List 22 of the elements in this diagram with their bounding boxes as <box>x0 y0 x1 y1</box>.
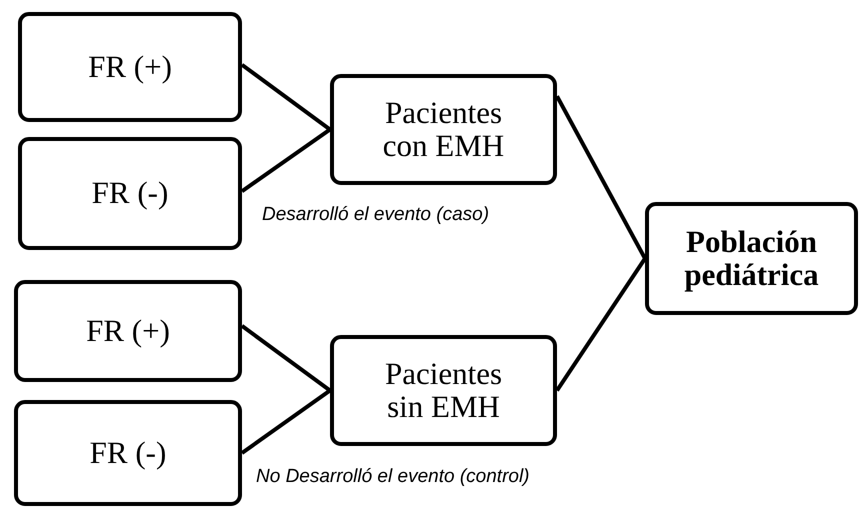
node-label: FR (-) <box>92 177 168 210</box>
node-caption: No Desarrolló el evento (control) <box>256 466 530 488</box>
node-label: FR (+) <box>86 314 170 348</box>
process-box <box>18 137 242 250</box>
process-box <box>18 12 242 122</box>
node-caption: Desarrolló el evento (caso) <box>262 204 490 226</box>
node-label: FR (+) <box>88 50 172 84</box>
connector-line <box>240 63 332 132</box>
connector-line <box>240 128 332 193</box>
connector-line <box>240 388 332 455</box>
connector-line <box>555 257 647 392</box>
connector-line <box>240 324 332 392</box>
node-label: Pacientes sin EMH <box>384 358 504 424</box>
process-box <box>330 74 557 185</box>
process-box <box>645 202 858 315</box>
connector-line <box>555 95 647 260</box>
node-label: Población pediátrica <box>683 226 820 292</box>
node-label: FR (-) <box>90 436 166 470</box>
node-label: Pacientes con EMH <box>382 96 506 162</box>
process-box <box>14 280 242 382</box>
process-box <box>330 335 557 446</box>
process-box <box>14 400 242 506</box>
